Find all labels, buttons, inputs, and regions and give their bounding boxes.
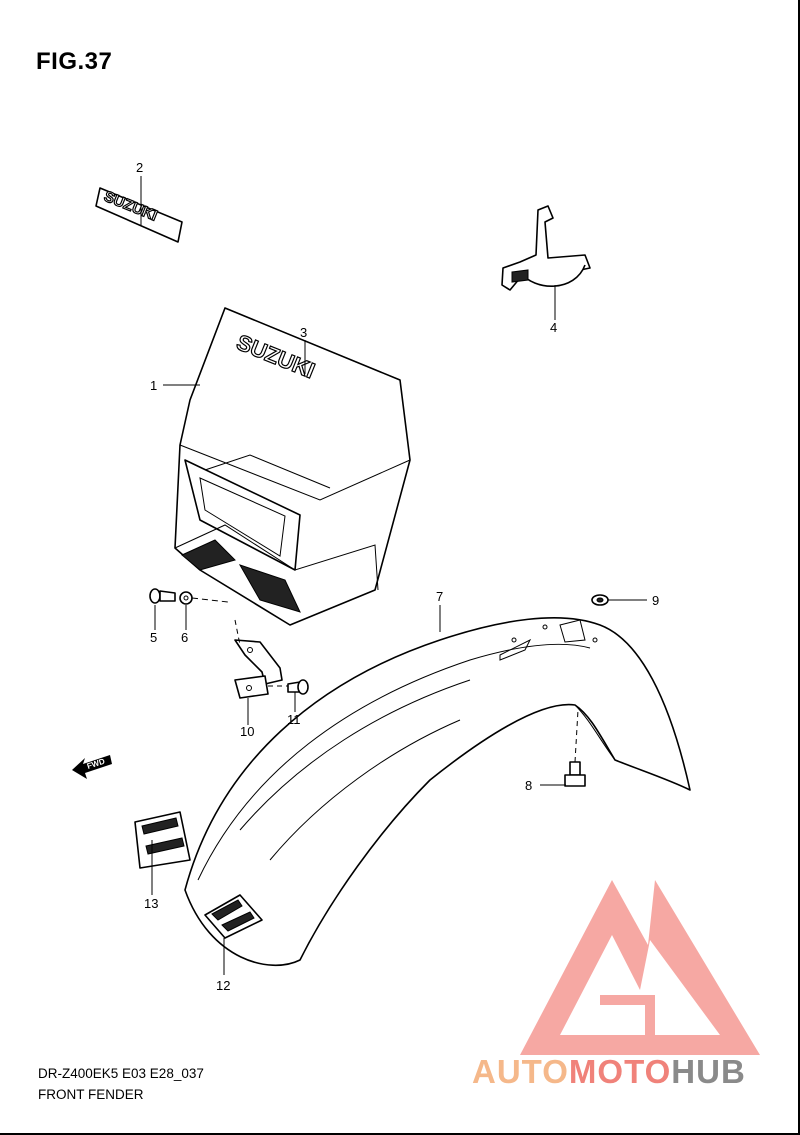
fender-bracket-part	[234, 619, 283, 699]
callout-9: 9	[652, 593, 659, 608]
callout-7: 7	[436, 589, 443, 604]
bolt-part-11	[268, 679, 309, 695]
watermark-auto: AUTO	[472, 1053, 569, 1090]
side-decal-part-13	[134, 811, 191, 869]
bolt-part-8	[564, 709, 586, 787]
watermark-hub: HUB	[671, 1053, 746, 1090]
forward-direction-arrow-icon: FWD	[72, 755, 112, 779]
callout-13: 13	[144, 896, 158, 911]
callout-8: 8	[525, 778, 532, 793]
watermark-wordmark: AUTOMOTOHUB	[472, 1053, 746, 1090]
model-code: DR-Z400EK5 E03 E28_037	[38, 1066, 204, 1081]
screw-part	[149, 588, 176, 604]
callout-10: 10	[240, 724, 254, 739]
front-fender-part	[184, 617, 691, 967]
svg-text:AUTOMOTOHUB: AUTOMOTOHUB	[472, 1053, 746, 1090]
callout-11: 11	[287, 712, 301, 727]
callout-1: 1	[150, 378, 157, 393]
figure-title: FIG.37	[36, 48, 113, 75]
callout-6: 6	[181, 630, 188, 645]
emblem-decal-part: SUZUKI	[95, 187, 183, 243]
callout-12: 12	[216, 978, 230, 993]
section-name: FRONT FENDER	[38, 1087, 144, 1102]
fender-decal-part-12	[204, 894, 263, 939]
watermark-logo-icon	[520, 880, 760, 1055]
callout-2: 2	[136, 160, 143, 175]
callout-3: 3	[300, 325, 307, 340]
callout-4: 4	[550, 320, 557, 335]
washer-part	[179, 591, 193, 605]
headlight-housing-part: SUZUKI	[174, 307, 411, 626]
clip-nut-part	[591, 594, 609, 606]
headlight-bracket-part	[501, 205, 591, 291]
callout-5: 5	[150, 630, 157, 645]
watermark-moto: MOTO	[569, 1053, 671, 1090]
